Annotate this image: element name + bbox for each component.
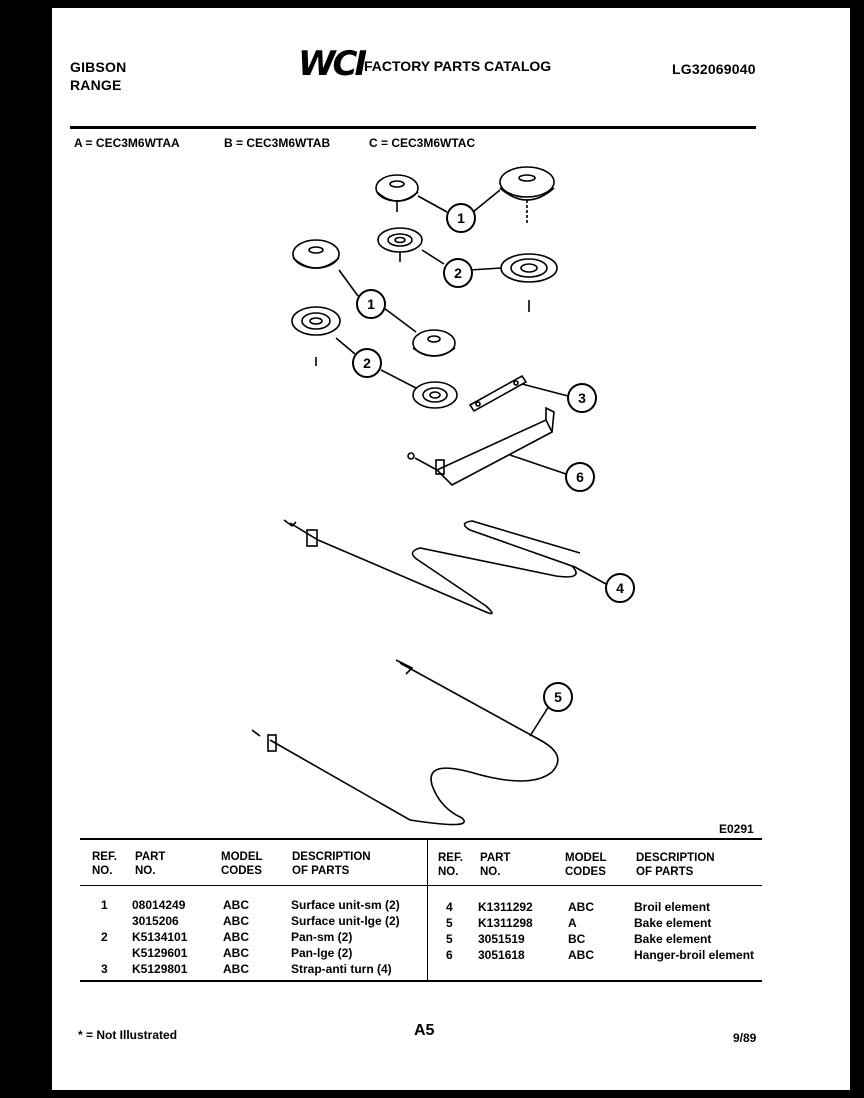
catalog-date: 9/89 [733, 1031, 757, 1045]
callout-4: 4 [605, 573, 635, 603]
hanger-broil-element [407, 406, 555, 486]
figure-code: E0291 [719, 822, 754, 836]
callout-2-rear: 2 [443, 258, 473, 288]
product-type: RANGE [70, 77, 122, 93]
callout-1-rear: 1 [446, 203, 476, 233]
scan-border-top [0, 0, 864, 8]
header-ref-left: REF.NO. [92, 851, 117, 877]
anti-turn-strap [468, 374, 528, 413]
drip-pan-large-rear [500, 253, 558, 312]
surface-unit-small-front [292, 239, 340, 269]
table-divider [427, 840, 428, 980]
callout-6: 6 [565, 462, 595, 492]
exploded-parts-diagram [251, 166, 607, 826]
drip-pan-small-rear [377, 227, 423, 262]
catalog-number: LG32069040 [672, 61, 756, 77]
brand-name: GIBSON [70, 59, 127, 75]
surface-unit-large-front [412, 329, 456, 357]
catalog-page [52, 8, 850, 1090]
table-header-rule [80, 885, 762, 886]
scan-border-right [850, 0, 864, 1098]
model-b: B = CEC3M6WTAB [224, 136, 331, 150]
callout-5: 5 [543, 682, 573, 712]
surface-unit-small-rear [375, 174, 419, 212]
model-c: C = CEC3M6WTAC [369, 136, 476, 150]
bake-element [251, 659, 559, 826]
table-top-rule [80, 838, 762, 840]
callout-1-front: 1 [356, 289, 386, 319]
header-ref-right: REF.NO. [438, 852, 463, 878]
header-rule [70, 126, 756, 129]
model-a: A = CEC3M6WTAA [74, 136, 180, 150]
surface-unit-large-rear [499, 166, 555, 225]
page-number: A5 [414, 1022, 435, 1039]
not-illustrated-note: * = Not Illustrated [78, 1028, 178, 1042]
callout-2-front: 2 [352, 348, 382, 378]
catalog-title: FACTORY PARTS CATALOG [364, 58, 552, 74]
callout-3: 3 [567, 383, 597, 413]
wci-logo: WCI [298, 44, 367, 84]
drip-pan-large-front [412, 381, 458, 409]
scan-border-bottom [0, 1090, 864, 1098]
table-bottom-rule [80, 980, 762, 982]
drip-pan-small-front [291, 306, 341, 366]
scan-border-left [0, 0, 52, 1098]
broil-element [283, 519, 581, 615]
